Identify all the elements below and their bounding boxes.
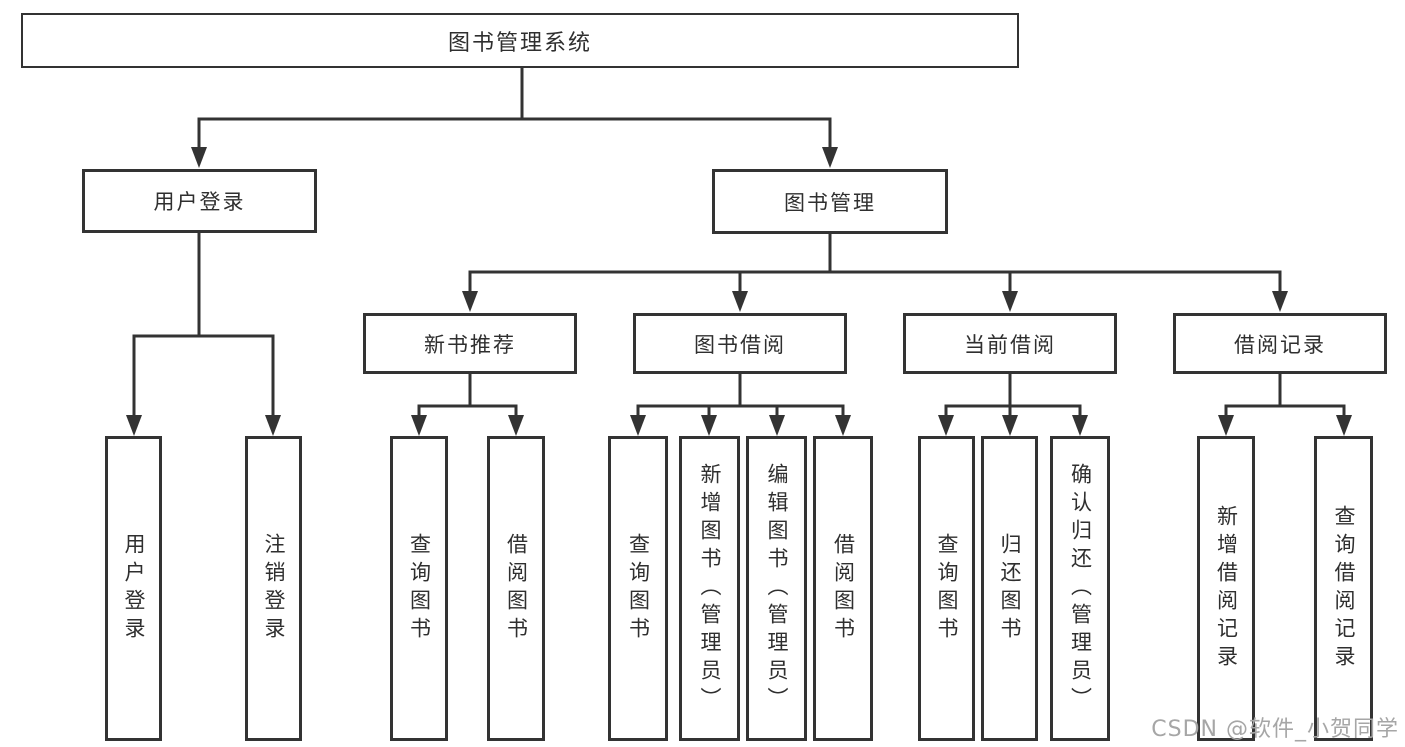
leaf-query-books-1: 查询图书	[390, 436, 448, 741]
leaf-borrow-books-2-label: 借阅图书	[831, 532, 856, 645]
node-new-book-recommend: 新书推荐	[363, 313, 577, 374]
node-user-login: 用户登录	[82, 169, 317, 233]
leaf-borrow-books-1: 借阅图书	[487, 436, 545, 741]
node-current-borrow: 当前借阅	[903, 313, 1117, 374]
leaf-query-books-2: 查询图书	[608, 436, 668, 741]
node-root: 图书管理系统	[21, 13, 1019, 68]
leaf-return-books: 归还图书	[981, 436, 1038, 741]
leaf-user-login: 用户登录	[105, 436, 162, 741]
leaf-return-books-label: 归还图书	[998, 532, 1022, 645]
leaf-edit-book-admin: 编辑图书（管理员）	[746, 436, 807, 741]
leaf-query-books-1-label: 查询图书	[407, 532, 432, 645]
leaf-add-borrow-record-label: 新增借阅记录	[1214, 504, 1239, 673]
leaf-add-book-admin-label: 新增图书（管理员）	[698, 462, 722, 715]
leaf-query-books-3-label: 查询图书	[935, 532, 959, 645]
leaf-query-books-3: 查询图书	[918, 436, 975, 741]
leaf-add-borrow-record: 新增借阅记录	[1197, 436, 1255, 741]
leaf-logout-label: 注销登录	[262, 532, 286, 645]
leaf-confirm-return-admin: 确认归还（管理员）	[1050, 436, 1110, 741]
watermark: CSDN @软件_小贺同学	[1151, 717, 1399, 742]
leaf-query-borrow-record-label: 查询借阅记录	[1332, 504, 1356, 673]
leaf-edit-book-admin-label: 编辑图书（管理员）	[765, 462, 789, 715]
leaf-query-books-2-label: 查询图书	[626, 532, 651, 645]
leaf-confirm-return-admin-label: 确认归还（管理员）	[1068, 462, 1093, 715]
leaf-query-borrow-record: 查询借阅记录	[1314, 436, 1373, 741]
leaf-borrow-books-2: 借阅图书	[813, 436, 873, 741]
node-book-management: 图书管理	[712, 169, 948, 234]
node-book-borrow: 图书借阅	[633, 313, 847, 374]
leaf-logout: 注销登录	[245, 436, 302, 741]
leaf-user-login-label: 用户登录	[122, 532, 146, 645]
node-borrow-records: 借阅记录	[1173, 313, 1387, 374]
leaf-borrow-books-1-label: 借阅图书	[504, 532, 529, 645]
leaf-add-book-admin: 新增图书（管理员）	[679, 436, 740, 741]
